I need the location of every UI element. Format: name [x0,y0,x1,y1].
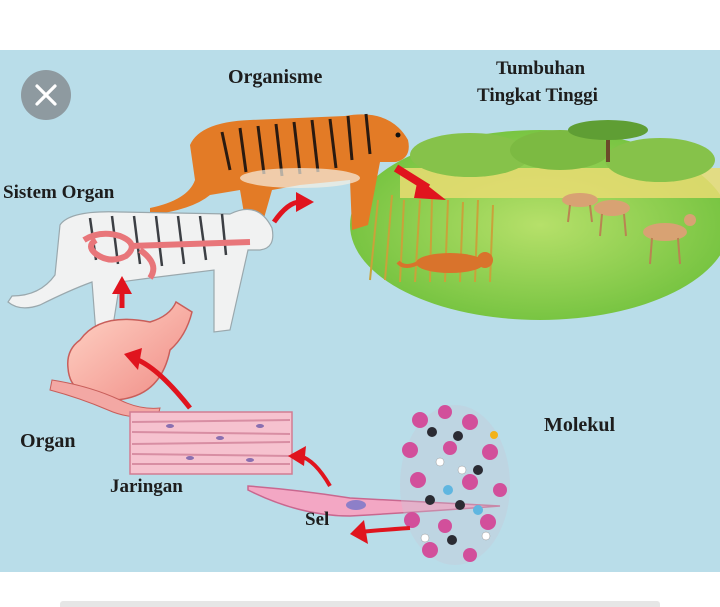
bottom-sheet-edge [60,601,660,607]
label-molekul: Molekul [544,414,616,436]
label-organisme: Organisme [228,66,323,88]
label-tumbuhan: Tumbuhan [496,58,586,79]
label-sistem-organ: Sistem Organ [3,182,115,203]
habitat-grassland [350,120,720,320]
arrow-tissue-to-organ [124,348,192,410]
diagram-viewer: Organisme Tumbuhan Tingkat Tinggi Sistem… [0,50,720,572]
label-jaringan: Jaringan [110,476,183,497]
arrow-system-to-organism [271,192,314,224]
digestive-system-icon [82,230,251,280]
close-icon [35,84,57,106]
arrow-molecule-to-cell [350,520,411,544]
tree-icon [568,120,648,162]
dna-molecule-icon [400,405,510,565]
deer-icon [562,193,696,265]
tiger-organism-icon [150,113,409,230]
arrows [112,164,446,544]
diagram-artwork [7,113,720,565]
label-tingkat-tinggi: Tingkat Tinggi [477,85,598,106]
hunting-tiger-icon [396,252,493,273]
muscle-tissue-icon [129,411,293,475]
label-organ: Organ [20,430,76,452]
arrow-cell-to-tissue [288,446,332,487]
arrow-organ-to-system [112,276,132,308]
arrow-organism-to-habitat [393,164,446,200]
tall-grass [369,194,494,283]
tiger-organ-system-icon [7,208,274,335]
close-button[interactable] [21,70,71,120]
label-sel: Sel [305,509,330,530]
muscle-cell-icon [247,485,501,517]
stomach-organ-icon [49,300,193,418]
